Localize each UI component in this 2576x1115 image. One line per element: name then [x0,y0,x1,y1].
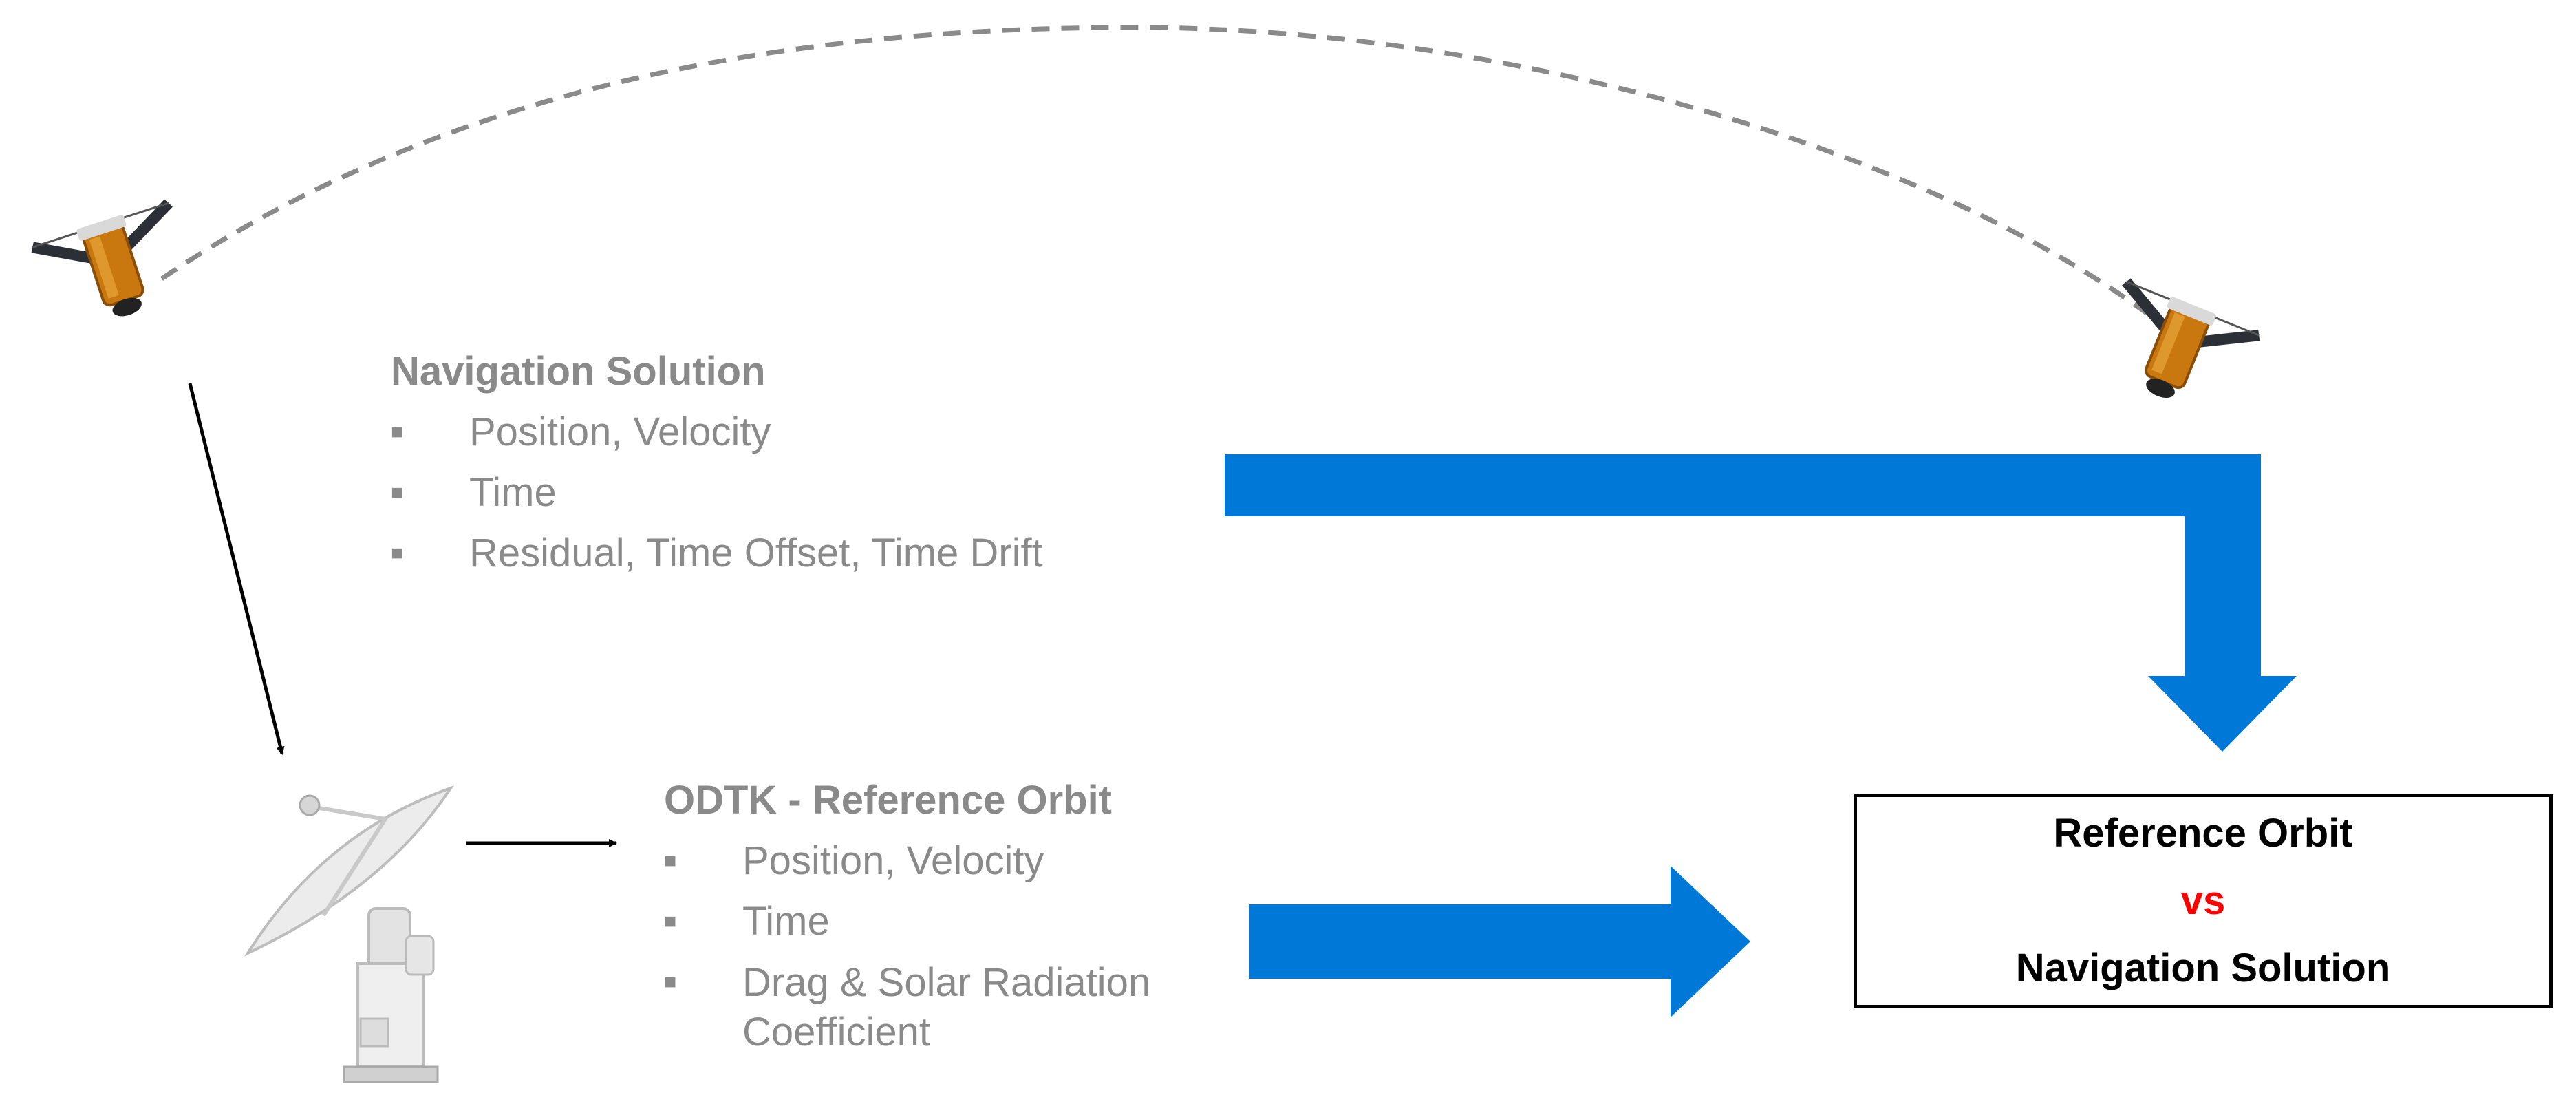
list-item: ■ Position, Velocity [391,408,1043,456]
list-item-label: Time [742,899,830,944]
list-item-label: Drag & Solar Radiation Coefficient [742,960,1151,1054]
navigation-solution-block: Navigation Solution ■ Position, Velocity … [391,348,1043,577]
navigation-flow-arrow [1225,454,2297,752]
comparison-vs-label: vs [2180,878,2226,923]
list-item: ■ Drag & Solar Radiation Coefficient [664,958,1224,1057]
bullet-icon: ■ [391,542,404,564]
bullet-icon: ■ [391,421,404,443]
ground-antenna-icon [244,785,454,1083]
navigation-solution-title: Navigation Solution [391,349,766,394]
bullet-icon: ■ [664,910,677,933]
satellite-icon [2087,275,2265,425]
bullet-icon: ■ [664,849,677,872]
navigation-solution-list: ■ Position, Velocity ■ Time ■ Residual, Tim… [391,408,1043,577]
list-item: ■ Position, Velocity [664,837,1224,885]
list-item: ■ Time [391,469,1043,517]
comparison-box: Reference Orbit vs Navigation Solution [1854,794,2553,1008]
odtk-reference-orbit-list: ■ Position, Velocity ■ Time ■ Drag & Solar … [664,837,1224,1057]
odtk-reference-orbit-block: ODTK - Reference Orbit ■ Position, Veloci… [664,776,1224,1057]
orbit-arc [160,25,2149,315]
list-item: ■ Time [664,898,1224,946]
list-item-label: Residual, Time Offset, Time Drift [469,531,1043,575]
bullet-icon: ■ [391,481,404,504]
odtk-reference-orbit-title: ODTK - Reference Orbit [664,778,1112,822]
list-item: ■ Residual, Time Offset, Time Drift [391,529,1043,577]
list-item-label: Position, Velocity [469,410,771,454]
comparison-line-navigation-solution: Navigation Solution [2015,946,2391,990]
list-item-label: Time [469,470,557,515]
downlink-arrow [188,383,285,755]
reference-flow-arrow [1249,866,1750,1017]
bullet-icon: ■ [664,970,677,993]
comparison-line-reference-orbit: Reference Orbit [2053,811,2353,856]
list-item-label: Position, Velocity [742,838,1044,883]
